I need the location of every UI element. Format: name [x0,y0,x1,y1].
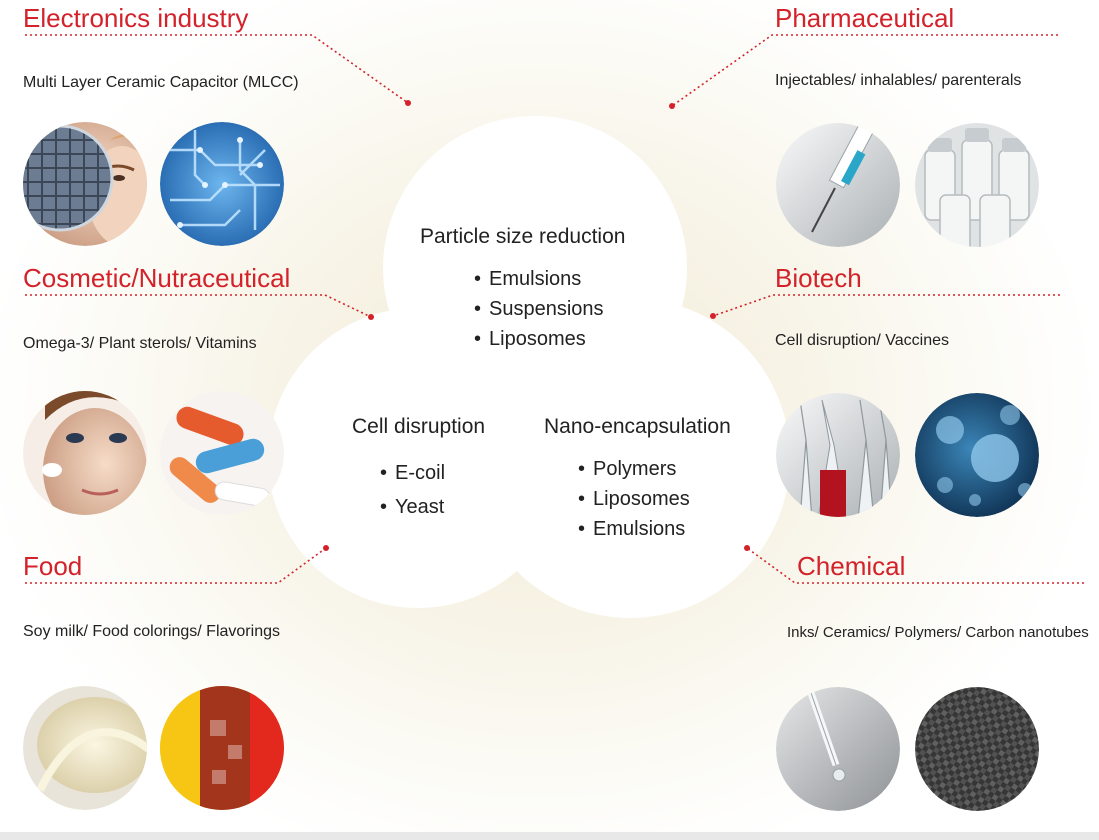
pipette-drop-image [776,687,900,811]
circuit-board-image [160,122,284,246]
pharmaceutical-subtitle: Injectables/ inhalables/ parenterals [775,72,1022,89]
food-title: Food [23,551,83,581]
electronics-title: Electronics industry [23,3,249,33]
connector-cosmetic [25,294,374,320]
connector-chemical [744,545,1084,584]
list-item: Suspensions [474,294,625,324]
bottom-scrollbar-strip [0,832,1099,840]
cell-disruption-list: E-coil Yeast [380,456,485,524]
silicon-wafer-image [23,122,147,246]
chemical-title: Chemical [797,551,906,581]
list-item: Polymers [578,454,731,484]
ampoules-image [776,393,900,517]
connector-electronics [25,34,411,106]
electronics-subtitle: Multi Layer Ceramic Capacitor (MLCC) [23,74,299,91]
food-subtitle: Soy milk/ Food colorings/ Flavorings [23,623,280,640]
connector-biotech [710,294,1060,319]
nano-encapsulation-list: Polymers Liposomes Emulsions [578,454,731,544]
chemical-subtitle: Inks/ Ceramics/ Polymers/ Carbon nanotub… [787,624,1089,641]
face-cream-image [23,391,147,515]
connector-pharmaceutical [669,34,1058,109]
capsules-image [160,391,284,515]
list-item: Liposomes [578,484,731,514]
list-item: Emulsions [578,514,731,544]
pharmaceutical-title: Pharmaceutical [775,3,955,33]
syringe-image [776,123,900,247]
list-item: Liposomes [474,324,625,354]
cell-disruption-group: Cell disruption E-coil Yeast [352,414,485,524]
biotech-subtitle: Cell disruption/ Vaccines [775,332,950,349]
connector-food [25,545,329,584]
nano-encapsulation-heading: Nano-encapsulation [544,415,731,438]
biotech-title: Biotech [775,263,862,293]
list-item: Emulsions [474,264,625,294]
carbon-fiber-image [915,687,1039,811]
list-item: E-coil [380,456,485,490]
ice-cream-image [23,686,147,810]
nano-encapsulation-group: Nano-encapsulation Polymers Liposomes Em… [544,414,731,544]
cells-image [915,393,1039,517]
vials-image [915,123,1039,247]
cosmetic-title: Cosmetic/Nutraceutical [23,263,291,293]
colored-drinks-image [160,686,284,810]
cell-disruption-heading: Cell disruption [352,415,486,438]
particle-size-reduction-group: Particle size reduction Emulsions Suspen… [420,224,625,354]
particle-size-reduction-heading: Particle size reduction [420,225,626,248]
list-item: Yeast [380,490,485,524]
particle-size-reduction-list: Emulsions Suspensions Liposomes [474,264,625,354]
cosmetic-subtitle: Omega-3/ Plant sterols/ Vitamins [23,335,257,352]
